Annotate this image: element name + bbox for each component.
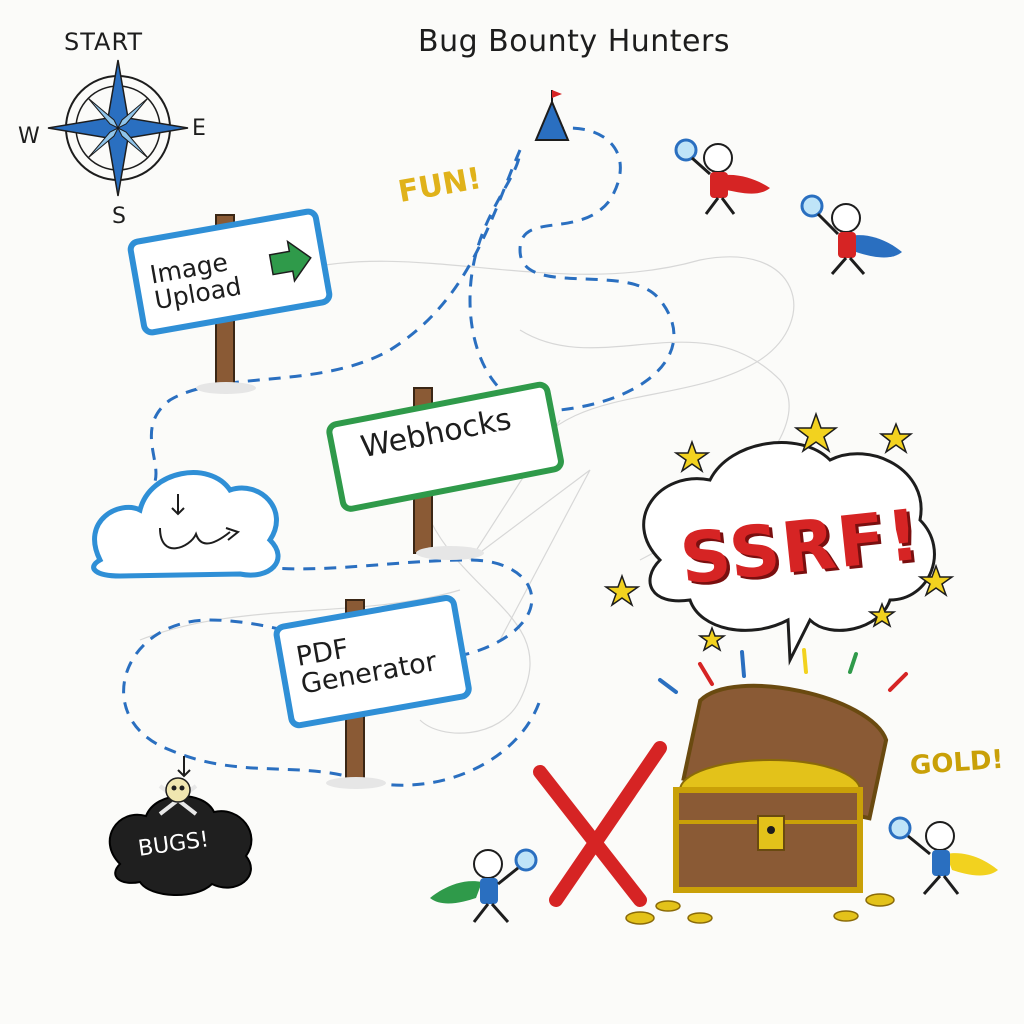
- star-icon: [878, 421, 914, 454]
- star-icon: [917, 563, 955, 597]
- ssrf-bubble: [642, 441, 936, 666]
- magnifier-icon: [674, 138, 698, 162]
- cloud-icon: [91, 470, 281, 579]
- hunter-bottom-left: [430, 848, 538, 923]
- compass-icon: [47, 59, 189, 197]
- star-icon: [673, 439, 711, 473]
- stars: [603, 411, 955, 652]
- burst-lines: [658, 648, 908, 694]
- dashed-trail: [468, 126, 676, 412]
- hunter-bottom-right: [888, 816, 998, 895]
- star-icon: [697, 625, 727, 652]
- sign-webhooks: [326, 381, 564, 560]
- compass-east-label: E: [192, 116, 206, 141]
- magnifier-icon: [800, 194, 824, 218]
- x-mark-icon: [533, 741, 667, 907]
- star-icon: [793, 411, 839, 453]
- tent-icon: [534, 90, 570, 141]
- sign-image-upload: [127, 208, 333, 394]
- sign-pdf-generator: [273, 594, 472, 789]
- compass-south-label: S: [112, 204, 126, 229]
- star-icon: [603, 573, 641, 607]
- skull-icon: [158, 777, 198, 816]
- magnifier-icon: [888, 816, 912, 840]
- compass-west-label: W: [18, 124, 40, 149]
- map-title: Bug Bounty Hunters: [418, 24, 730, 59]
- bug-cloud: [108, 756, 253, 896]
- treasure-chest-icon: [625, 683, 895, 925]
- hunter-top-right: [800, 194, 902, 275]
- magnifier-icon: [514, 848, 538, 872]
- star-icon: [867, 601, 897, 628]
- compass-start-label: START: [64, 28, 144, 56]
- hunter-top-left: [674, 138, 770, 215]
